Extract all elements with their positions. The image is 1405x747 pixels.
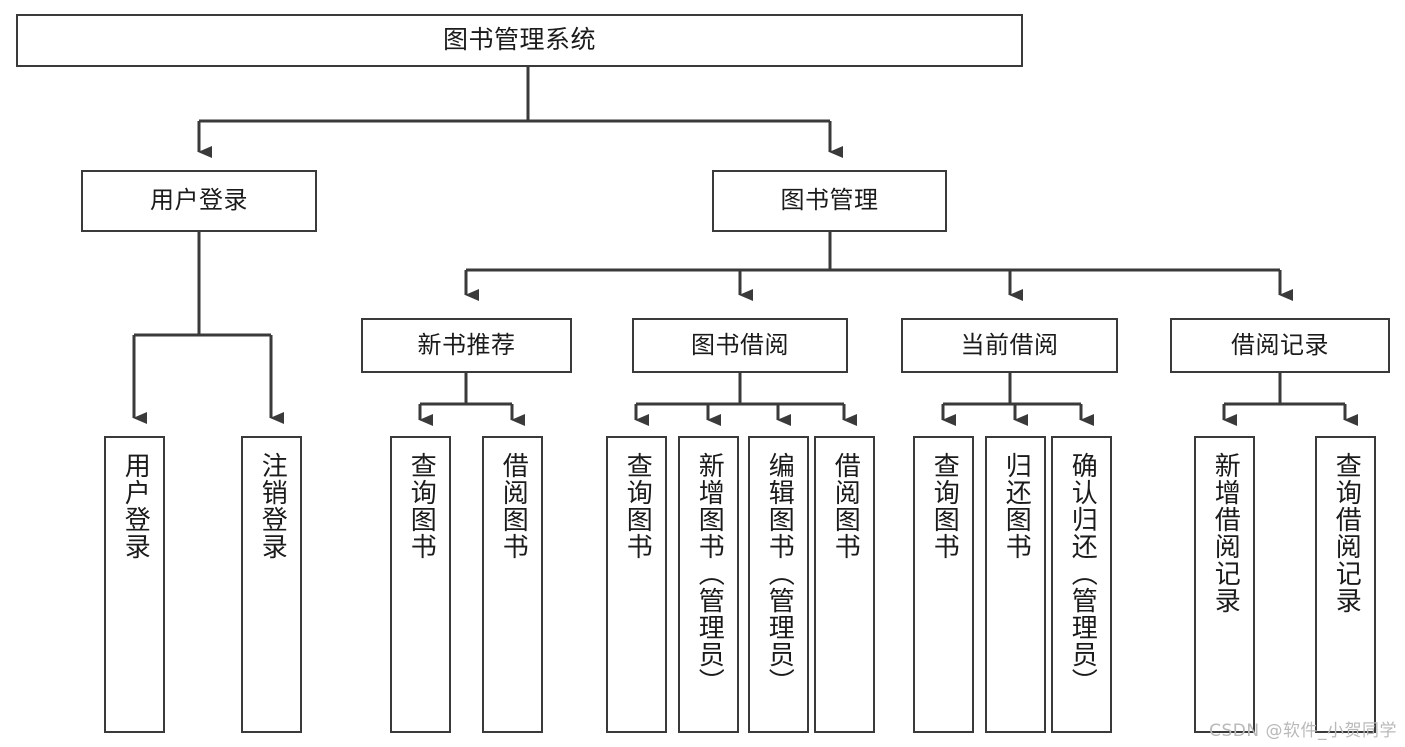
- node-label: 图书管理系统: [442, 25, 596, 55]
- node-label: 用户登录: [150, 186, 248, 215]
- leaf-user-login[interactable]: 用户登录: [104, 436, 165, 733]
- node-label: 注销登录: [257, 452, 288, 560]
- leaf-newbook-borrow-books[interactable]: 借阅图书: [482, 436, 543, 733]
- leaf-current-query-books[interactable]: 查询图书: [913, 436, 974, 733]
- node-borrowing-record[interactable]: 借阅记录: [1170, 318, 1390, 373]
- node-label: 查询借阅记录: [1331, 452, 1362, 614]
- leaf-current-return-books[interactable]: 归还图书: [985, 436, 1046, 733]
- node-label: 新增图书（管理员）: [694, 452, 725, 695]
- node-book-management[interactable]: 图书管理: [712, 170, 947, 232]
- node-label: 编辑图书（管理员）: [764, 452, 795, 695]
- node-new-book-recommendation[interactable]: 新书推荐: [361, 318, 572, 373]
- leaf-borrow-query-books[interactable]: 查询图书: [606, 436, 667, 733]
- node-label: 归还图书: [1001, 452, 1032, 560]
- node-label: 确认归还（管理员）: [1067, 452, 1098, 695]
- node-label: 借阅记录: [1231, 330, 1329, 359]
- csdn-watermark: CSDN @软件_小贺同学: [1209, 721, 1397, 741]
- node-book-borrowing[interactable]: 图书借阅: [632, 318, 848, 373]
- leaf-newbook-query-books[interactable]: 查询图书: [390, 436, 451, 733]
- node-label: 查询图书: [929, 452, 960, 560]
- leaf-record-query-record[interactable]: 查询借阅记录: [1315, 436, 1376, 733]
- leaf-borrow-edit-book-admin[interactable]: 编辑图书（管理员）: [748, 436, 809, 733]
- node-label: 借阅图书: [498, 452, 529, 560]
- node-label: 新增借阅记录: [1210, 452, 1241, 614]
- node-label: 查询图书: [622, 452, 653, 560]
- leaf-borrow-borrow-books[interactable]: 借阅图书: [814, 436, 875, 733]
- leaf-record-add-record[interactable]: 新增借阅记录: [1194, 436, 1255, 733]
- node-user-login[interactable]: 用户登录: [81, 170, 317, 232]
- node-label: 图书借阅: [691, 330, 789, 359]
- leaf-current-confirm-return-admin[interactable]: 确认归还（管理员）: [1051, 436, 1112, 733]
- node-label: 新书推荐: [417, 330, 516, 359]
- node-label: 当前借阅: [960, 330, 1059, 359]
- node-current-borrowing[interactable]: 当前借阅: [901, 318, 1118, 373]
- node-label: 查询图书: [406, 452, 437, 560]
- leaf-borrow-add-book-admin[interactable]: 新增图书（管理员）: [678, 436, 739, 733]
- node-label: 用户登录: [120, 452, 151, 560]
- node-label: 借阅图书: [830, 452, 861, 560]
- node-label: 图书管理: [780, 186, 879, 215]
- node-root-book-management-system[interactable]: 图书管理系统: [16, 14, 1023, 67]
- leaf-logout[interactable]: 注销登录: [241, 436, 302, 733]
